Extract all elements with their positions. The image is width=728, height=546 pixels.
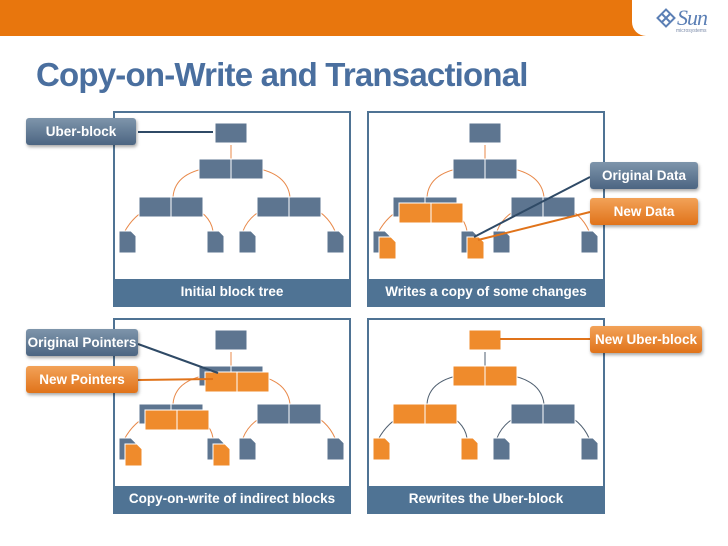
data-block (326, 230, 345, 254)
header-bar (0, 0, 728, 36)
data-block (238, 230, 257, 254)
sun-logo-tagline: microsystems (676, 28, 707, 34)
data-block (206, 230, 225, 254)
new-blocks (124, 371, 270, 467)
panel-3-caption: Copy-on-write of indirect blocks (115, 486, 349, 512)
tree-blocks-orange (372, 329, 518, 461)
panel-1-caption: Initial block tree (115, 279, 349, 305)
original-pointers-label: Original Pointers (26, 329, 138, 356)
uber-block-label: Uber-block (26, 118, 136, 145)
new-blocks (378, 202, 485, 260)
panel-1-diagram (118, 122, 345, 254)
panel-initial-block-tree: Initial block tree (113, 111, 351, 307)
page-title: Copy-on-Write and Transactional (36, 56, 528, 93)
original-data-label: Original Data (590, 162, 698, 189)
panel-2-caption: Writes a copy of some changes (369, 279, 603, 305)
panel-rewrites-uber: Rewrites the Uber-block (367, 318, 605, 514)
panel-writes-copy: Writes a copy of some changes (367, 111, 605, 307)
logo-area (632, 0, 728, 36)
tree-blocks-grey (492, 403, 599, 461)
tree-blocks (118, 122, 345, 254)
panel-4-caption: Rewrites the Uber-block (369, 486, 603, 512)
data-block (118, 230, 137, 254)
panel-4-diagram (372, 329, 599, 461)
sun-logo-icon (656, 8, 676, 28)
new-uber-block-label: New Uber-block (590, 326, 702, 353)
uber-block (214, 122, 248, 144)
panel-2-diagram (372, 122, 599, 260)
new-pointers-label: New Pointers (26, 366, 138, 393)
sun-logo: Sun (677, 5, 708, 30)
new-data-label: New Data (590, 198, 698, 225)
